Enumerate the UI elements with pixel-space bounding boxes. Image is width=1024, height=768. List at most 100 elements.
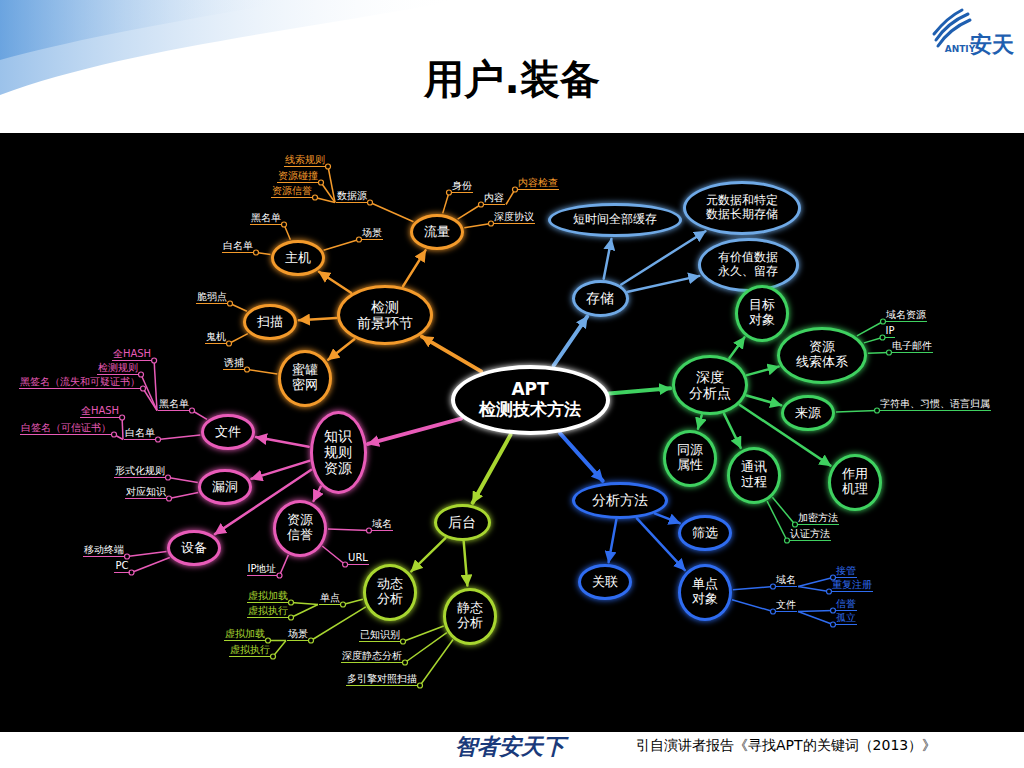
- branch-ellipse: 静态 分析: [443, 588, 497, 645]
- logo-text: 智者安天下: [454, 733, 566, 759]
- slide-title: 用户.装备: [0, 52, 1024, 107]
- sub-leaf-label: 虚拟加载: [247, 590, 289, 603]
- leader-dot: [341, 602, 346, 607]
- leader-dot: [401, 639, 406, 644]
- leader-dot: [254, 250, 259, 255]
- branch-connector: [724, 414, 741, 448]
- sub-leaf-label: 黑签名（流失和可疑证书）: [19, 376, 141, 389]
- node-text: 文件: [215, 425, 241, 440]
- leaf-label: 场景: [287, 628, 309, 641]
- node-text: 资源 信誉: [287, 513, 313, 543]
- sub-leaf-label: 虚拟执行: [247, 605, 289, 618]
- leaf-label: 单点: [319, 592, 341, 605]
- branch-connector: [328, 339, 354, 360]
- branch-ellipse: 扫描: [243, 304, 297, 340]
- node-text: 目标 对象: [749, 298, 775, 328]
- leader-line: [836, 411, 877, 413]
- leader-dot: [326, 164, 331, 169]
- node-text: 同源 属性: [677, 443, 703, 473]
- leader-line: [141, 375, 157, 411]
- leaf-label: 白名单: [124, 427, 156, 440]
- branch-connector: [729, 337, 744, 358]
- source-caption: 引自演讲者报告《寻找APT的关键词（2013）》: [636, 737, 936, 755]
- sub-leaf-label: 重复注册: [831, 579, 873, 592]
- leader-dot: [266, 638, 271, 643]
- node-text: 存储: [586, 290, 614, 306]
- leader-dot: [282, 222, 287, 227]
- branch-ellipse: 动态 分析: [363, 564, 417, 621]
- node-text: 筛选: [692, 526, 718, 541]
- branch-connector: [655, 514, 680, 524]
- header-swoosh: [0, 0, 300, 60]
- branch-ellipse: 检测 前景环节: [337, 285, 433, 345]
- leaf-label: 白名单: [222, 240, 254, 253]
- leader-line: [291, 605, 318, 618]
- branch-ellipse: 资源 信誉: [273, 500, 327, 557]
- branch-connector: [411, 538, 445, 571]
- leader-line: [732, 600, 773, 612]
- branch-connector: [299, 318, 336, 320]
- branch-ellipse: 深度 分析点: [672, 355, 748, 415]
- node-text: 有价值数据 永久、留存: [718, 251, 778, 279]
- leaf-label: URL: [347, 552, 369, 565]
- branch-ellipse: 资源 线索体系: [777, 327, 867, 384]
- branch-ellipse: 知识 规则 资源: [310, 411, 367, 494]
- leader-dot: [245, 367, 250, 372]
- header-swoosh: [0, 0, 460, 95]
- node-text: 漏洞: [212, 480, 238, 495]
- sub-leaf-label: 全HASH: [112, 348, 152, 361]
- node-text: 关联: [592, 575, 618, 590]
- leader-dot: [166, 475, 171, 480]
- leaf-label: 深度协议: [493, 211, 535, 224]
- leader-dot: [112, 432, 117, 437]
- leader-line: [370, 203, 414, 222]
- branch-connector: [464, 542, 468, 586]
- dark-panel: [0, 133, 1024, 732]
- node-text: 来源: [795, 406, 821, 421]
- node-text: 流量: [424, 225, 450, 240]
- leader-line: [464, 224, 491, 228]
- branch-ellipse: 主机: [271, 240, 325, 276]
- node-text: 通讯 过程: [741, 460, 767, 490]
- branch-connector: [473, 435, 511, 503]
- leaf-label: 电子邮件: [891, 340, 933, 353]
- node-text: 深度 分析点: [689, 369, 731, 401]
- leader-dot: [271, 654, 276, 659]
- leaf-label: 场景: [361, 227, 383, 240]
- leader-line: [143, 389, 157, 411]
- leader-dot: [129, 570, 134, 575]
- leader-line: [154, 361, 157, 411]
- node-text: 设备: [181, 541, 207, 556]
- branch-ellipse: 后台: [434, 504, 491, 541]
- sub-leaf-label: 资源信誉: [271, 185, 313, 198]
- branch-connector: [368, 419, 461, 444]
- leader-line: [798, 611, 833, 612]
- branch-ellipse: 文件: [201, 414, 255, 450]
- leader-dot: [309, 638, 314, 643]
- branch-ellipse: 蜜罐 密网: [278, 350, 332, 407]
- branch-ellipse: 作用 机理: [828, 454, 882, 511]
- leader-dot: [277, 573, 282, 578]
- node-text: APT 检测技术方法: [479, 380, 581, 419]
- branch-connector: [422, 337, 481, 372]
- branch-connector: [628, 276, 699, 292]
- leaf-label: 诱捕: [223, 357, 245, 370]
- leader-line: [798, 612, 833, 625]
- leader-line: [311, 607, 366, 641]
- leaf-label: 加密方法: [797, 512, 839, 525]
- sub-leaf-label: 全HASH: [80, 405, 120, 418]
- leader-dot: [156, 437, 161, 442]
- node-text: 元数据和特定 数据长期存储: [706, 194, 778, 222]
- leader-line: [443, 193, 449, 214]
- leaf-label: IP地址: [247, 563, 278, 576]
- leader-dot: [289, 600, 294, 605]
- logo-text: 安天: [969, 32, 1015, 58]
- leader-dot: [152, 358, 157, 363]
- node-text: 蜜罐 密网: [292, 363, 318, 393]
- branch-ellipse: 关联: [578, 564, 632, 600]
- branch-ellipse: 短时间全部缓存: [548, 203, 682, 237]
- branch-connector: [637, 518, 685, 570]
- node-text: 单点 对象: [692, 577, 718, 607]
- leader-line: [324, 240, 359, 251]
- leaf-label: 域名: [775, 574, 797, 587]
